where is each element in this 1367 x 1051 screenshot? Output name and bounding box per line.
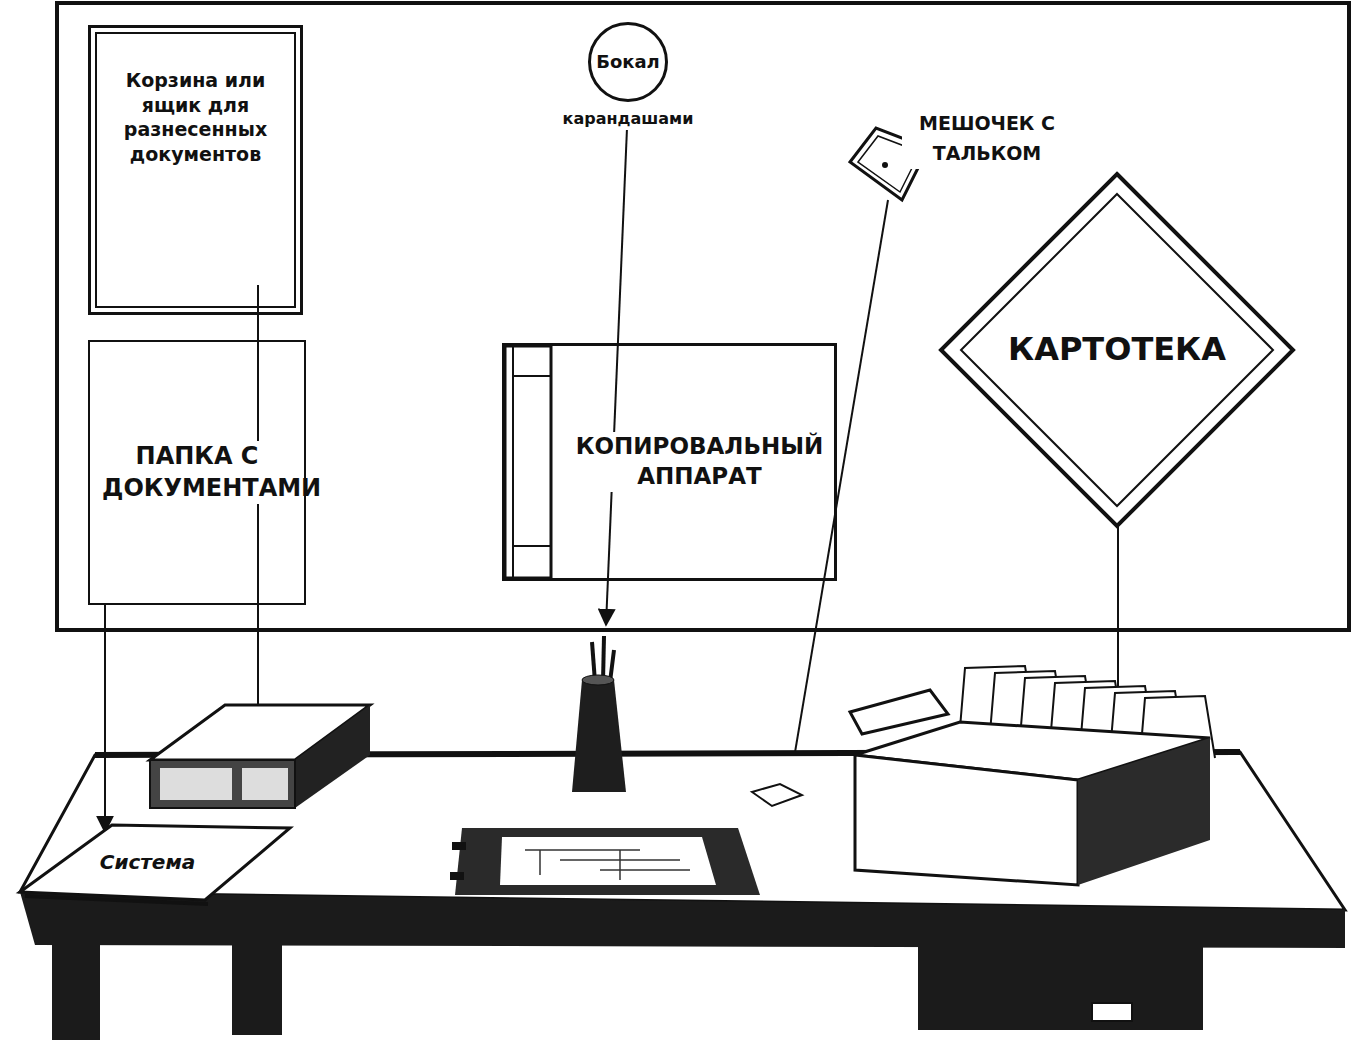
pencil-cup (572, 680, 626, 792)
node-label: МЕШОЧЕК С ТАЛЬКОМ (902, 108, 1072, 169)
drawer-handle (1092, 1003, 1132, 1021)
desk-apron (20, 892, 1345, 948)
leader-line (606, 128, 627, 625)
wall-board (57, 3, 1349, 630)
node-sublabel: карандашами (521, 109, 735, 130)
copy-board-clip (452, 842, 466, 850)
card-box-front (855, 755, 1078, 885)
tray-compartment (242, 768, 288, 800)
card-index-diamond: КАРТОТЕКА (937, 170, 1297, 530)
node-label: КОПИРОВАЛЬНЫЙ АППАРАТ (575, 432, 825, 492)
tray-front (150, 760, 295, 808)
card-box-side (1078, 738, 1210, 885)
leader-line (257, 285, 259, 735)
basket-box: Корзина или ящик для разнесенных докумен… (88, 25, 303, 315)
tray-compartment (160, 768, 232, 800)
copy-board (455, 828, 760, 895)
talc-bag (752, 784, 802, 806)
pencil-cup-rim (582, 675, 614, 685)
card-box-lid (850, 690, 948, 734)
desk-drawer (918, 945, 1203, 1030)
node-label: КАРТОТЕКА (1008, 329, 1226, 371)
copier-box: КОПИРОВАЛЬНЫЙ АППАРАТ (502, 343, 837, 581)
glass-circle: Бокалкарандашами (588, 22, 668, 102)
folder-box: ПАПКА С ДОКУМЕНТАМИ (88, 340, 306, 605)
node-label: Корзина или ящик для разнесенных докумен… (103, 68, 288, 167)
desk-leg (52, 945, 100, 1040)
tray-side (295, 705, 370, 808)
talc-label: МЕШОЧЕК С ТАЛЬКОМ (840, 100, 1080, 210)
node-label: ПАПКА С ДОКУМЕНТАМИ (102, 441, 292, 503)
desk-leg (232, 945, 282, 1035)
copy-board-drawing (525, 850, 690, 880)
connector-line (104, 605, 106, 832)
copy-board-sheet (500, 837, 716, 885)
node-label: Бокал (596, 50, 660, 73)
system-folder: Система (20, 822, 295, 902)
node-label: Система (100, 849, 196, 875)
copy-board-clip (450, 872, 464, 880)
